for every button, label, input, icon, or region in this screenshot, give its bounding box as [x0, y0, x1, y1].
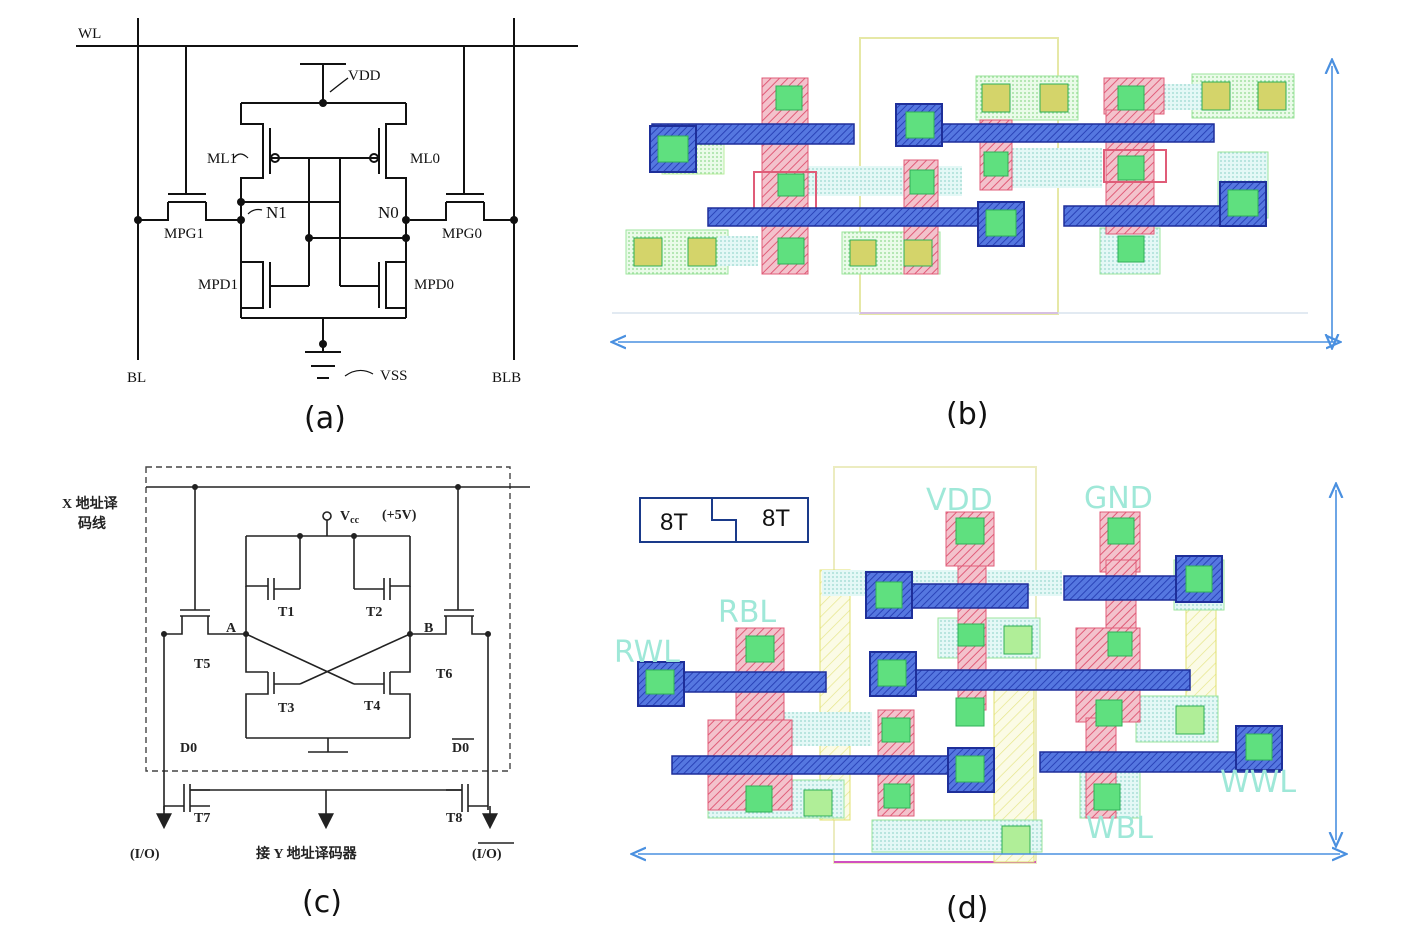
t5-label: T5	[194, 657, 210, 672]
wl-label: WL	[78, 26, 101, 42]
ml1-label: ML1	[207, 151, 237, 167]
n1-label: N1	[266, 203, 287, 222]
t7-label: T7	[194, 811, 210, 826]
panel-a-schematic: WL BL BLB MPG1 MPG0 VDD ML1	[76, 18, 578, 386]
cell-dashed-box	[145, 466, 511, 772]
t1-label: T1	[278, 605, 294, 620]
gnd-layer-label: GND	[1084, 481, 1153, 516]
node-b-label: B	[424, 621, 433, 636]
wbl-layer-label: WBL	[1086, 811, 1153, 846]
caption-d: (d)	[946, 891, 988, 926]
caption-b: (b)	[946, 397, 988, 432]
mpg0-label: MPG0	[442, 226, 482, 242]
vss-label: VSS	[380, 368, 408, 384]
box-right-label: 8T	[762, 505, 790, 532]
panel-b-layout	[612, 37, 1334, 342]
x-decoder-line1: X 地址译	[62, 495, 119, 512]
t3-label: T3	[278, 701, 294, 716]
node-a-label: A	[226, 621, 237, 636]
vcc-label: Vcc	[340, 509, 360, 526]
t6-label: T6	[436, 667, 452, 682]
vdd-label: VDD	[348, 68, 381, 84]
mpg1-label: MPG1	[164, 226, 204, 242]
io-bar-label: (I/O)	[472, 847, 502, 862]
t8-label: T8	[446, 811, 462, 826]
d0-bar-label: D0	[452, 741, 469, 756]
blb-label: BLB	[492, 370, 521, 386]
rwl-layer-label: RWL	[614, 635, 680, 670]
t4-label: T4	[364, 699, 380, 714]
n0-label: N0	[378, 203, 399, 222]
d0-label: D0	[180, 741, 197, 756]
mpd0-label: MPD0	[414, 277, 454, 293]
caption-a: (a)	[304, 401, 346, 436]
caption-c: (c)	[302, 885, 342, 920]
plus5v-label: (+5V)	[382, 508, 417, 523]
vdd-layer-label: VDD	[926, 483, 993, 518]
wwl-layer-label: WWL	[1220, 765, 1296, 800]
panel-d-layout: 8T 8T	[614, 466, 1340, 864]
t2-label: T2	[366, 605, 382, 620]
ml0-label: ML0	[410, 151, 440, 167]
bl-label: BL	[127, 370, 146, 386]
rbl-layer-label: RBL	[718, 595, 776, 630]
x-decoder-line2: 码线	[78, 515, 106, 532]
y-decoder-label: 接 Y 地址译码器	[256, 845, 358, 862]
panel-c-schematic: X 地址译 码线 Vcc (+5V) T1 T2 A B	[62, 466, 530, 862]
box-left-label: 8T	[660, 509, 688, 536]
io-label: (I/O)	[130, 847, 160, 862]
mpd1-label: MPD1	[198, 277, 238, 293]
